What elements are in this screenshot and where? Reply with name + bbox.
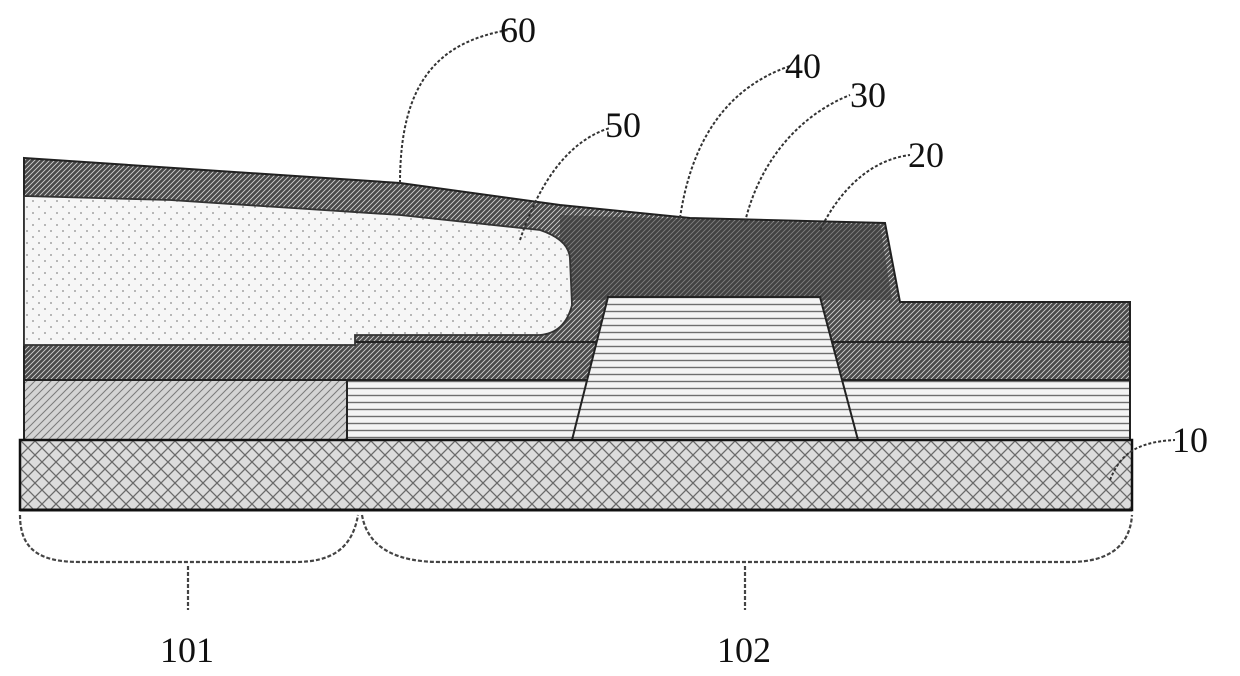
layer-40-30-20: [560, 215, 892, 300]
substrate-10: [20, 440, 1132, 510]
label-101: 101: [160, 630, 214, 670]
label-20: 20: [908, 135, 944, 175]
brace-102: [362, 515, 1132, 562]
label-40: 40: [785, 46, 821, 86]
leader-20: [820, 155, 910, 230]
label-102: 102: [717, 630, 771, 670]
label-10: 10: [1172, 420, 1208, 460]
left-block: [24, 380, 347, 440]
leader-40: [680, 66, 790, 218]
layer-band: [24, 342, 1130, 380]
label-50: 50: [605, 105, 641, 145]
leader-60: [400, 30, 508, 183]
leader-30: [745, 95, 850, 222]
trapezoid-bump: [572, 297, 858, 440]
label-60: 60: [500, 10, 536, 50]
label-30: 30: [850, 75, 886, 115]
brace-101: [20, 515, 358, 562]
